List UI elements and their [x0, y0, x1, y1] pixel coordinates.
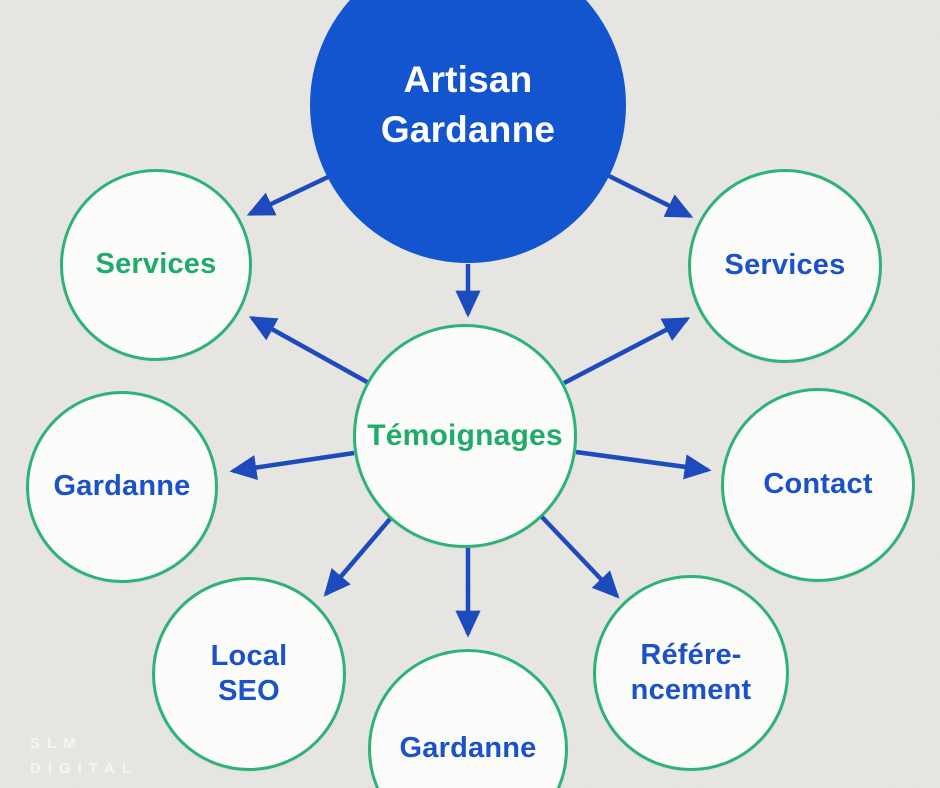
- node-artisan-gardanne-label: Artisan Gardanne: [380, 59, 556, 150]
- node-referencement-label: Référe- ncement: [630, 638, 752, 706]
- node-referencement: Référe- ncement: [593, 575, 789, 771]
- node-gardanne-bottom: Gardanne: [368, 649, 568, 788]
- watermark-line1: SLM: [30, 735, 83, 752]
- node-local-seo-label: Local SEO: [210, 639, 288, 707]
- node-temoignages-label: Témoignages: [367, 418, 563, 452]
- node-artisan-gardanne: Artisan Gardanne: [310, 0, 626, 263]
- arrow-temoignages-to-referencement: [540, 515, 620, 599]
- node-services-left-label: Services: [95, 248, 217, 281]
- arrow-temoignages-to-services-right: [562, 317, 691, 385]
- node-services-right-label: Services: [724, 249, 846, 282]
- node-gardanne-left-label: Gardanne: [53, 470, 191, 503]
- node-gardanne-bottom-label: Gardanne: [399, 732, 537, 765]
- watermark: SLM DIGITAL: [30, 731, 138, 781]
- node-services-left: Services: [60, 169, 252, 361]
- node-local-seo: Local SEO: [152, 577, 346, 771]
- node-contact-label: Contact: [763, 468, 873, 501]
- node-contact: Contact: [721, 388, 915, 582]
- arrow-temoignages-to-contact: [575, 449, 712, 480]
- node-gardanne-left: Gardanne: [26, 391, 218, 583]
- node-services-right: Services: [688, 169, 882, 363]
- arrow-root-to-services-right: [608, 173, 694, 219]
- node-temoignages: Témoignages: [353, 324, 577, 548]
- watermark-line2: DIGITAL: [30, 760, 138, 777]
- arrow-temoignages-to-gardanne-left: [229, 450, 355, 481]
- arrow-temoignages-to-local-seo: [323, 517, 392, 597]
- arrow-temoignages-to-services-left: [248, 316, 369, 384]
- arrow-root-to-services-left: [246, 174, 329, 217]
